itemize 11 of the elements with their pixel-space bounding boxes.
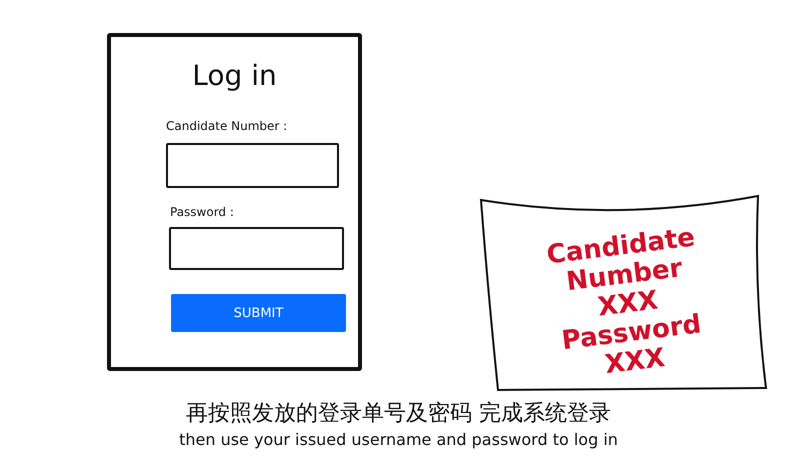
field-label: Password : <box>170 205 234 219</box>
subtitle-translation: then use your issued username and password to log in <box>178 430 619 449</box>
subtitle-text: 再按照发放的登录单号及密码 完成系统登录 <box>185 400 612 428</box>
login-card <box>107 33 362 371</box>
input-field <box>166 143 339 188</box>
submit-button: SUBMIT <box>171 294 346 332</box>
paper-slip <box>478 192 770 392</box>
title-text: Log in <box>191 59 278 92</box>
slip-text: XXX <box>603 343 667 383</box>
input-field <box>169 227 344 270</box>
field-label: Candidate Number : <box>166 119 288 133</box>
